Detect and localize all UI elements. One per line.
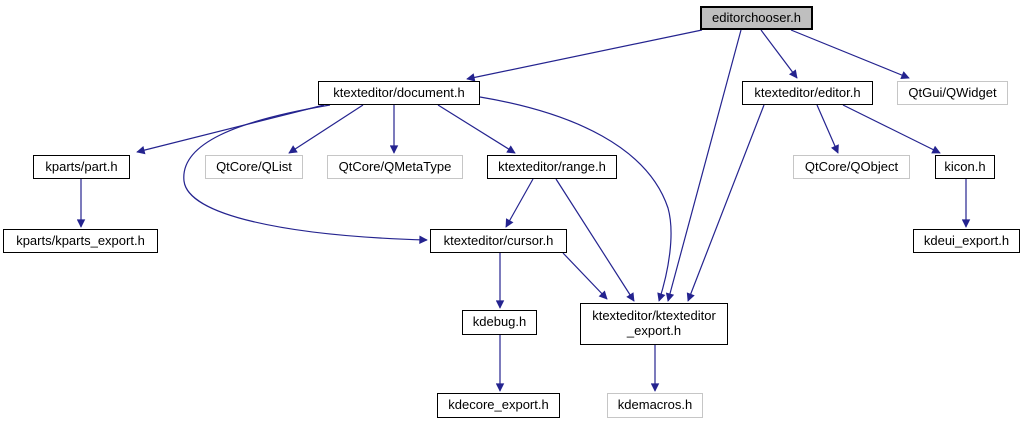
node-kdeui-export-h[interactable]: kdeui_export.h bbox=[913, 229, 1020, 253]
node-ktexteditor-cursor-h[interactable]: ktexteditor/cursor.h bbox=[430, 229, 567, 253]
node-ktexteditor-range-h[interactable]: ktexteditor/range.h bbox=[487, 155, 617, 179]
node-qtcore-qmetatype: QtCore/QMetaType bbox=[327, 155, 463, 179]
edge-document-to-qlist bbox=[288, 104, 364, 154]
edge-document-to-cursor bbox=[183, 104, 428, 245]
node-kdebug-h[interactable]: kdebug.h bbox=[462, 310, 537, 335]
edge-range-to-ktexteditor-export bbox=[555, 178, 635, 302]
edge-document-to-range bbox=[437, 104, 516, 154]
node-ktexteditor-document-h[interactable]: ktexteditor/document.h bbox=[318, 81, 480, 105]
edge-editorchooser-to-qwidget bbox=[790, 29, 910, 80]
edge-editor-to-ktexteditor-export bbox=[686, 104, 765, 302]
node-kicon-h[interactable]: kicon.h bbox=[935, 155, 995, 179]
edge-range-to-cursor bbox=[505, 178, 534, 228]
edge-editor-to-kicon bbox=[842, 104, 941, 154]
edge-document-to-part bbox=[136, 104, 325, 155]
node-kparts-part-h[interactable]: kparts/part.h bbox=[33, 155, 130, 179]
node-kdecore-export-h[interactable]: kdecore_export.h bbox=[437, 393, 560, 418]
node-ktexteditor-editor-h[interactable]: ktexteditor/editor.h bbox=[742, 81, 873, 105]
edge-cursor-to-ktexteditor-export bbox=[562, 252, 608, 300]
node-qtgui-qwidget: QtGui/QWidget bbox=[897, 81, 1008, 105]
node-editorchooser-h[interactable]: editorchooser.h bbox=[700, 6, 813, 30]
node-qtcore-qlist: QtCore/QList bbox=[205, 155, 303, 179]
edge-editor-to-qobject bbox=[816, 104, 839, 154]
node-kdemacros-h: kdemacros.h bbox=[607, 393, 703, 418]
edge-document-to-ktexteditor-export bbox=[479, 96, 672, 302]
edge-editorchooser-to-document bbox=[466, 29, 703, 82]
node-ktexteditor-ktexteditor-export-h[interactable]: ktexteditor/ktexteditor _export.h bbox=[580, 303, 728, 345]
edge-editorchooser-to-editor bbox=[760, 29, 798, 79]
node-kparts-kparts-export-h[interactable]: kparts/kparts_export.h bbox=[3, 229, 158, 253]
node-qtcore-qobject: QtCore/QObject bbox=[793, 155, 910, 179]
edge-editorchooser-to-ktexteditor-export bbox=[665, 29, 742, 302]
